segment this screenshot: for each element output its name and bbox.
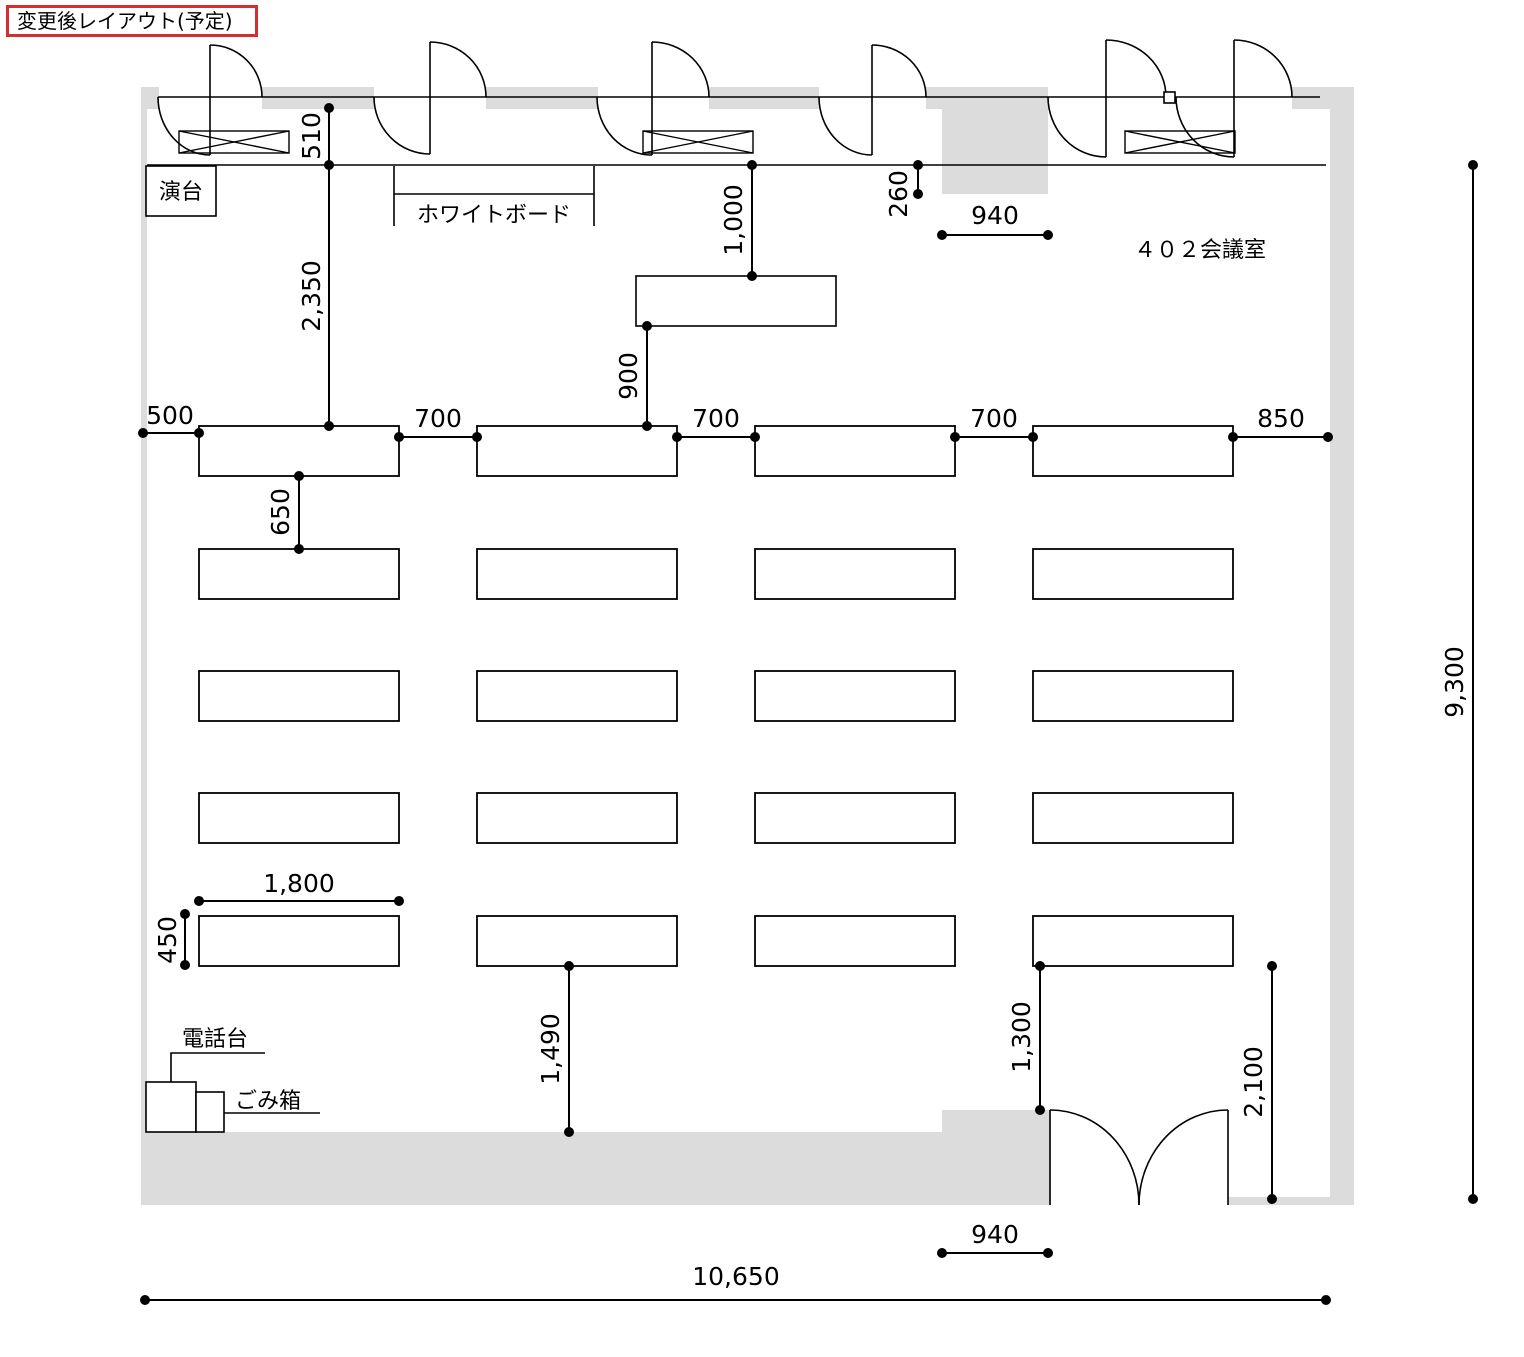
desk [754,792,956,844]
trash-box [195,1091,225,1133]
desk [476,915,678,967]
desk [198,915,400,967]
dim-260: 260 [884,170,913,218]
dim-9300: 9,300 [1440,646,1469,718]
room-name: ４０２会議室 [1134,238,1266,263]
walls [141,87,1354,1205]
dim-700-a: 700 [414,404,462,433]
dim-940-top: 940 [971,201,1019,230]
dim-2100: 2,100 [1239,1046,1268,1118]
desk-grid [198,425,1234,967]
dim-450: 450 [153,916,182,964]
desk [1032,792,1234,844]
dim-700-b: 700 [692,404,740,433]
dimension-lines [138,103,1478,1305]
desk [198,548,400,600]
dim-510: 510 [297,112,326,160]
phone-stand [145,1081,197,1133]
dim-2350: 2,350 [297,260,326,332]
podium [145,165,217,217]
dim-1300: 1,300 [1007,1001,1036,1073]
desk [476,548,678,600]
desk [754,915,956,967]
dim-700-c: 700 [970,404,1018,433]
presenter-desk [635,275,837,327]
desk [1032,548,1234,600]
desk [198,792,400,844]
desk [754,548,956,600]
pillar [942,87,1048,194]
podium-label: 演台 [159,180,203,205]
desk [1032,670,1234,722]
whiteboard-label: ホワイトボード [417,203,571,228]
desk [476,792,678,844]
dim-10650: 10,650 [692,1262,779,1291]
right-wall [1330,87,1354,1205]
dim-900: 900 [614,352,643,400]
desk [754,670,956,722]
dim-1800: 1,800 [263,869,335,898]
trash-box-label: ごみ箱 [235,1089,301,1114]
dim-500: 500 [146,401,194,430]
dim-1000: 1,000 [719,184,748,256]
phone-stand-label: 電話台 [182,1027,248,1052]
desk [476,425,678,477]
left-wall [141,87,147,1205]
dim-850: 850 [1257,404,1305,433]
desk [754,425,956,477]
dim-1490: 1,490 [536,1013,565,1085]
desk [198,425,400,477]
dim-650: 650 [266,488,295,536]
desk [198,670,400,722]
entrance-door [1049,1109,1229,1206]
desk [1032,915,1234,967]
desk [1032,425,1234,477]
desk [476,670,678,722]
layout-title: 変更後レイアウト(予定) [6,5,258,37]
dim-940-bottom: 940 [971,1220,1019,1249]
ceiling-units [178,130,1236,154]
bottom-wall [141,1132,1051,1205]
